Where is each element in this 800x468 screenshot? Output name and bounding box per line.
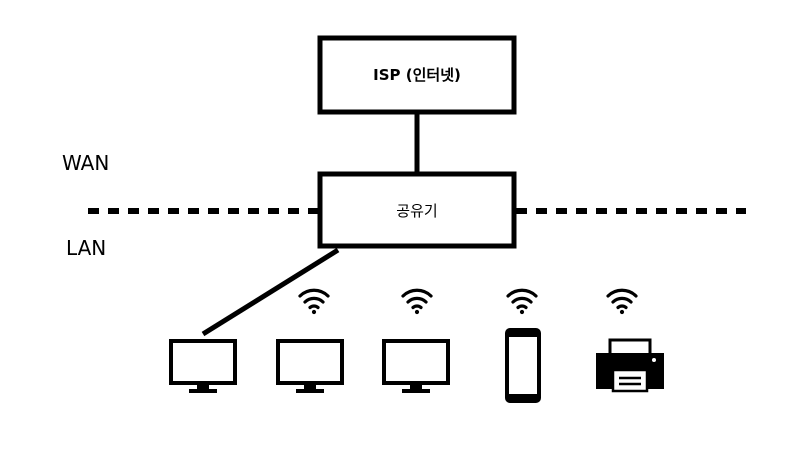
lan-label: LAN — [66, 236, 106, 260]
router-box: 공유기 — [317, 171, 517, 249]
wifi-icon — [298, 288, 330, 316]
monitor-icon — [276, 339, 344, 393]
isp-box: ISP (인터넷) — [317, 35, 517, 115]
router-box-label: 공유기 — [396, 202, 437, 220]
monitor-icon — [169, 339, 237, 393]
wifi-icon — [606, 288, 638, 316]
monitor-icon — [382, 339, 450, 393]
wifi-icon — [401, 288, 433, 316]
wan-label: WAN — [62, 151, 109, 175]
smartphone-icon — [505, 328, 541, 403]
isp-box-label: ISP (인터넷) — [373, 66, 461, 84]
printer-icon — [596, 338, 664, 393]
wired-cable — [201, 247, 340, 337]
wifi-icon — [506, 288, 538, 316]
